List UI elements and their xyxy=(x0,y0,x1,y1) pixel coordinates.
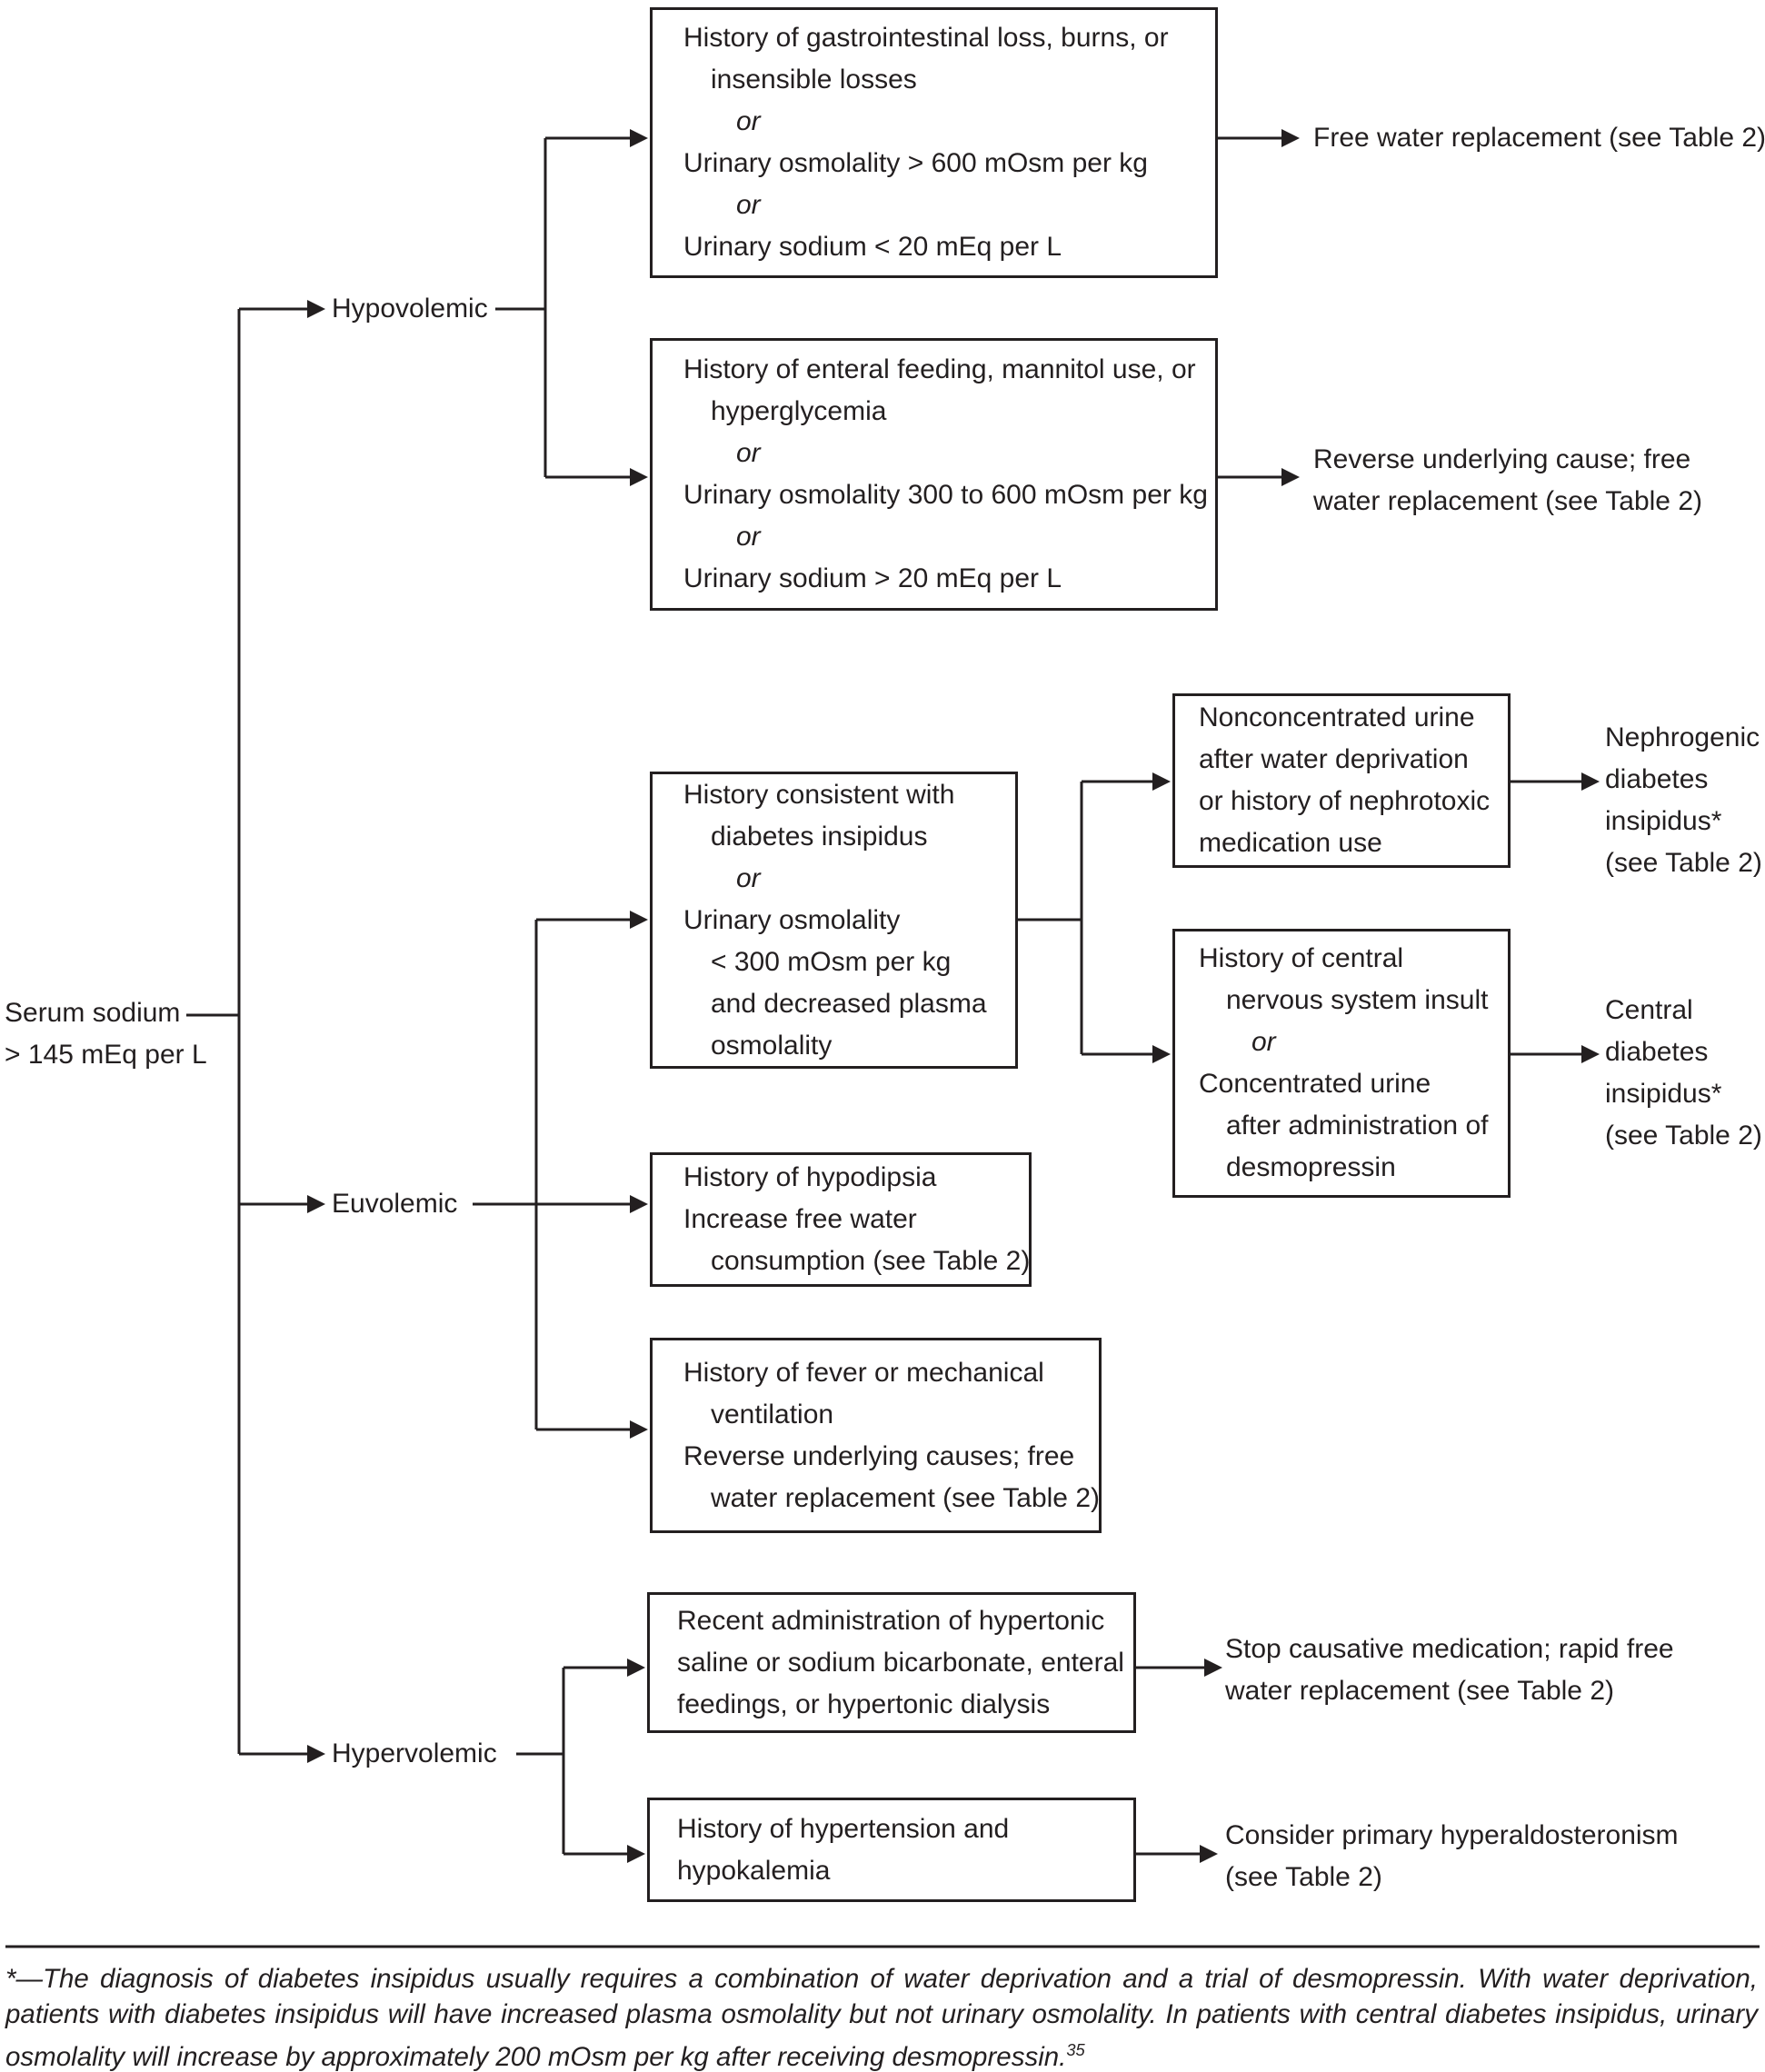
box-hypovolemic-intermediate: History of enteral feeding, mannitol use… xyxy=(650,338,1218,611)
branch-label-euvolemic: Euvolemic xyxy=(332,1189,458,1219)
text-line: insipidus* xyxy=(1605,1079,1722,1109)
text-line: History of hypodipsia xyxy=(683,1162,937,1192)
text-line: History of gastrointestinal loss, burns,… xyxy=(683,23,1169,53)
text-line: water replacement (see Table 2) xyxy=(1313,486,1702,516)
text-line: or xyxy=(736,862,761,893)
text-line: feedings, or hypertonic dialysis xyxy=(677,1688,1051,1719)
text-line: Consider primary hyperaldosteronism xyxy=(1225,1820,1679,1850)
text-line: diabetes insipidus xyxy=(711,821,928,852)
text-line: insipidus* xyxy=(1605,806,1722,836)
text-line: or xyxy=(736,438,761,468)
text-line: History consistent with xyxy=(683,779,955,810)
text-line: or xyxy=(736,190,761,220)
text-line: or xyxy=(736,522,761,552)
box-nephrogenic-criteria: Nonconcentrated urine after water depriva… xyxy=(1172,693,1511,868)
box-hypertension-hypokalemia: History of hypertension and hypokalemia xyxy=(647,1798,1136,1902)
text-line: hypokalemia xyxy=(677,1855,831,1886)
text-line: < 300 mOsm per kg xyxy=(711,946,952,977)
text-line: Central xyxy=(1605,995,1693,1025)
text-line: Recent administration of hypertonic xyxy=(677,1605,1105,1636)
text-line: saline or sodium bicarbonate, enteral xyxy=(677,1647,1124,1678)
text-line: History of enteral feeding, mannitol use… xyxy=(683,354,1196,384)
footnote-text: *—The diagnosis of diabetes insipidus us… xyxy=(5,1964,1758,2072)
box-hypertonic-administration: Recent administration of hypertonic salin… xyxy=(647,1592,1136,1733)
text-line: insensible losses xyxy=(711,65,917,95)
text-line: Reverse underlying cause; free xyxy=(1313,444,1691,474)
root-node-serum-sodium: Serum sodium > 145 mEq per L xyxy=(5,992,207,1076)
text-line: or history of nephrotoxic xyxy=(1199,786,1491,816)
text-line: diabetes xyxy=(1605,1037,1709,1067)
text-line: water replacement (see Table 2) xyxy=(1225,1676,1614,1706)
outcome-primary-hyperaldosteronism: Consider primary hyperaldosteronism (see … xyxy=(1225,1815,1679,1898)
text-line: Nonconcentrated urine xyxy=(1199,702,1475,732)
text-line: nervous system insult xyxy=(1226,985,1489,1015)
footnote: *—The diagnosis of diabetes insipidus us… xyxy=(5,1961,1758,2072)
box-hypovolemic-concentrated-urine: History of gastrointestinal loss, burns,… xyxy=(650,7,1218,278)
text-line: History of central xyxy=(1199,943,1404,973)
text-line: desmopressin xyxy=(1226,1152,1396,1182)
text-line: Stop causative medication; rapid free xyxy=(1225,1634,1674,1664)
box-fever-ventilation: History of fever or mechanical ventilatio… xyxy=(650,1338,1102,1533)
branch-label-hypervolemic: Hypervolemic xyxy=(332,1738,497,1768)
text-line: medication use xyxy=(1199,828,1382,858)
text-line: Urinary osmolality xyxy=(683,904,901,935)
outcome-central-diabetes-insipidus: Central diabetes insipidus* (see Table 2) xyxy=(1605,990,1762,1157)
text-line: water replacement (see Table 2) xyxy=(711,1482,1100,1513)
text-line: Urinary osmolality 300 to 600 mOsm per k… xyxy=(683,480,1208,510)
outcome-nephrogenic-diabetes-insipidus: Nephrogenic diabetes insipidus* (see Table … xyxy=(1605,717,1762,884)
text-line: Increase free water xyxy=(683,1204,917,1234)
text-line: after administration of xyxy=(1226,1111,1489,1141)
text-line: ventilation xyxy=(711,1399,834,1429)
box-central-criteria: History of central nervous system insult o… xyxy=(1172,929,1511,1198)
branch-label-hypovolemic: Hypovolemic xyxy=(332,294,488,324)
text-line: Urinary sodium < 20 mEq per L xyxy=(683,232,1062,262)
box-euvolemic-diabetes-insipidus: History consistent with diabetes insipidu… xyxy=(650,772,1018,1069)
root-label-line1: Serum sodium xyxy=(5,998,181,1028)
text-line: Reverse underlying causes; free xyxy=(683,1440,1075,1471)
flow-lines xyxy=(5,136,1760,1948)
text-line: History of fever or mechanical xyxy=(683,1357,1044,1388)
text-line: (see Table 2) xyxy=(1605,848,1762,878)
text-line: after water deprivation xyxy=(1199,744,1469,774)
root-label-line2: > 145 mEq per L xyxy=(5,1040,207,1070)
text-line: Concentrated urine xyxy=(1199,1069,1431,1099)
text-line: osmolality xyxy=(711,1030,833,1061)
text-line: Urinary osmolality > 600 mOsm per kg xyxy=(683,148,1148,178)
text-line: History of hypertension and xyxy=(677,1813,1010,1844)
text-line: hyperglycemia xyxy=(711,396,887,426)
text-line: Free water replacement (see Table 2) xyxy=(1313,123,1765,153)
outcome-free-water-replacement: Free water replacement (see Table 2) xyxy=(1313,117,1765,159)
text-line: and decreased plasma xyxy=(711,988,987,1019)
text-line: diabetes xyxy=(1605,764,1709,794)
text-line: or xyxy=(1251,1027,1276,1057)
text-line: or xyxy=(736,106,761,136)
text-line: (see Table 2) xyxy=(1225,1862,1382,1892)
arrowheads xyxy=(307,129,1600,1863)
outcome-stop-causative-medication: Stop causative medication; rapid free wat… xyxy=(1225,1629,1674,1712)
text-line: Urinary sodium > 20 mEq per L xyxy=(683,563,1062,593)
text-line: Nephrogenic xyxy=(1605,722,1760,752)
footnote-reference: 35 xyxy=(1066,2040,1085,2059)
text-line: consumption (see Table 2) xyxy=(711,1246,1031,1276)
text-line: (see Table 2) xyxy=(1605,1121,1762,1151)
outcome-reverse-underlying-cause: Reverse underlying cause; free water repl… xyxy=(1313,439,1702,523)
